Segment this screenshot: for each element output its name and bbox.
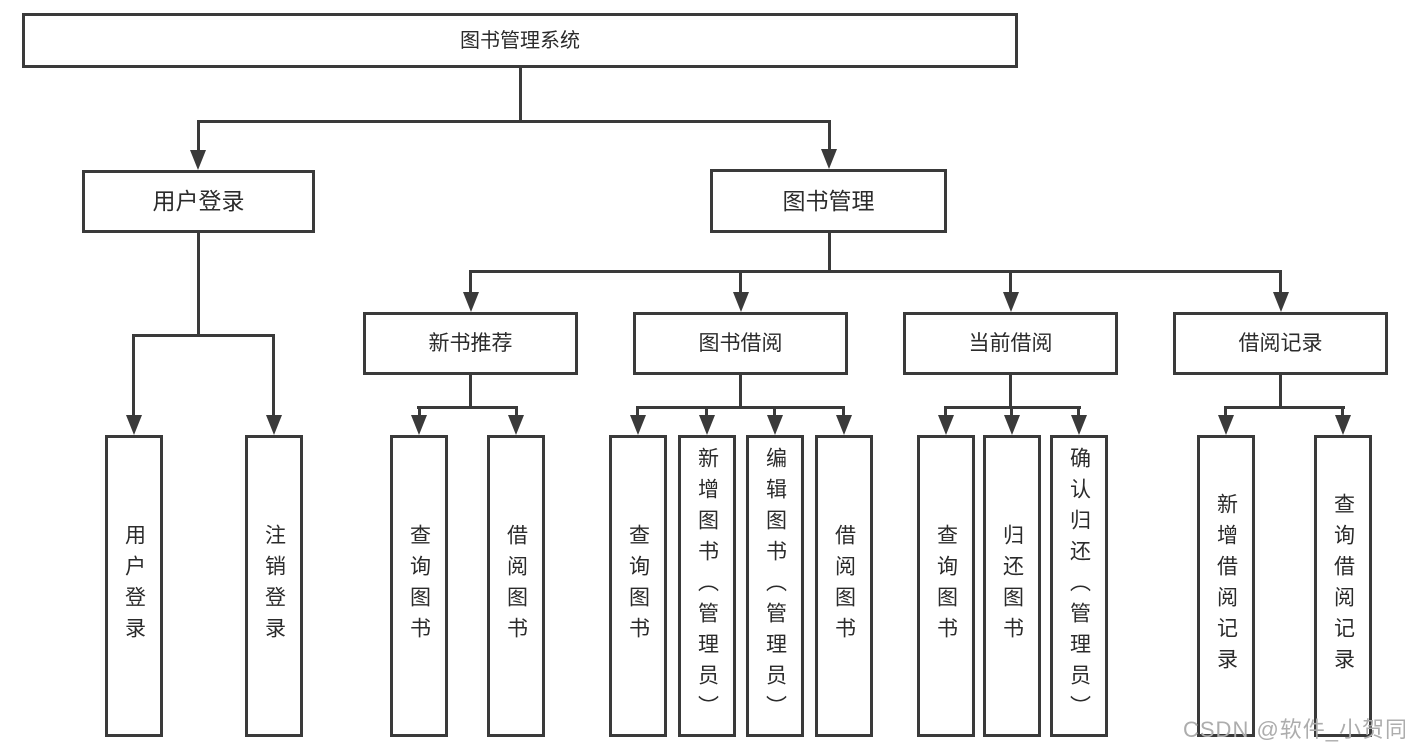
connector-user-login-stem [197,233,200,337]
node-label: 查询图书 [407,524,431,648]
node-label: 归还图书 [1000,524,1024,648]
arrowhead-to-leaf [630,415,646,435]
node-label: 图书管理 [782,187,875,214]
node-label: 用户登录 [122,524,146,648]
node-label: 编辑图书（管理员） [763,446,787,726]
node-label: 查询图书 [626,524,650,648]
node-label: 用户登录 [152,188,245,214]
node-new-book-recommend: 新书推荐 [363,312,578,375]
arrowhead-to-leaf [767,415,783,435]
connector-current-borrow-stem [1009,375,1012,409]
connector-stub [1077,406,1080,416]
node-current-borrow: 当前借阅 [903,312,1118,375]
connector-new-books-rail [417,406,518,409]
node-borrow-records: 借阅记录 [1173,312,1388,375]
node-label: 新增借阅记录 [1214,493,1238,679]
node-root-library-system: 图书管理系统 [22,13,1018,68]
connector-stub [636,406,639,416]
arrowhead-to-book-borrow [733,292,749,312]
node-label: 当前借阅 [968,332,1053,355]
connector-stub-new-books [469,270,472,293]
arrowhead-to-leaf [836,415,852,435]
connector-stub-book-mgmt [828,120,831,151]
arrowhead-to-leaf [1335,415,1351,435]
connector-stub-user-login [197,120,200,151]
leaf-user-login: 用户登录 [105,435,163,737]
leaf-query-books-2: 查询图书 [609,435,667,737]
arrowhead-to-leaf [411,415,427,435]
node-label: 查询借阅记录 [1331,493,1355,679]
arrowhead-to-leaf-login [126,415,142,435]
connector-stub [418,406,421,416]
node-book-management: 图书管理 [710,169,947,233]
arrowhead-to-leaf [1071,415,1087,435]
connector-user-login-rail [132,334,275,337]
arrowhead-to-book-mgmt [821,149,837,169]
leaf-query-borrow-record: 查询借阅记录 [1314,435,1372,737]
connector-borrow-records-stem [1279,375,1282,409]
connector-stub [842,406,845,416]
connector-stub [1341,406,1344,416]
node-label: 查询图书 [934,524,958,648]
leaf-confirm-return-admin: 确认归还（管理员） [1050,435,1108,737]
connector-level3-rail [469,270,1282,273]
leaf-edit-books-admin: 编辑图书（管理员） [746,435,804,737]
connector-stub [1010,406,1013,416]
connector-stub [944,406,947,416]
arrowhead-to-leaf [938,415,954,435]
leaf-logout: 注销登录 [245,435,303,737]
connector-book-borrow-rail [636,406,844,409]
connector-stub-borrow-records [1279,270,1282,293]
arrowhead-to-leaf-logout [266,415,282,435]
arrowhead-to-borrow-records [1273,292,1289,312]
node-user-login: 用户登录 [82,170,315,233]
arrowhead-to-user-login [190,150,206,170]
leaf-return-books: 归还图书 [983,435,1041,737]
connector-stub [705,406,708,416]
leaf-query-books-1: 查询图书 [390,435,448,737]
node-label: 注销登录 [262,524,286,648]
leaf-query-books-3: 查询图书 [917,435,975,737]
arrowhead-to-leaf [1004,415,1020,435]
connector-new-books-stem [469,375,472,409]
connector-stub-leaf-login [132,334,135,415]
node-label: 确认归还（管理员） [1067,446,1091,726]
node-label: 新增图书（管理员） [695,446,719,726]
leaf-borrow-books-2: 借阅图书 [815,435,873,737]
connector-stub-leaf-logout [272,334,275,415]
node-label: 借阅图书 [832,524,856,648]
node-book-borrow: 图书借阅 [633,312,848,375]
connector-stub [773,406,776,416]
connector-stub [515,406,518,416]
connector-level2-rail [197,120,829,123]
connector-stub [1224,406,1227,416]
connector-book-mgmt-stem [828,233,831,273]
connector-stub-current-borrow [1009,270,1012,293]
arrowhead-to-new-books [463,292,479,312]
csdn-watermark: CSDN @软件_小贺同学 [1183,717,1405,742]
connector-borrow-records-rail [1224,406,1345,409]
node-label: 图书管理系统 [460,29,580,52]
connector-book-borrow-stem [739,375,742,409]
connector-root-stem [519,68,522,123]
leaf-add-books-admin: 新增图书（管理员） [678,435,736,737]
leaf-borrow-books-1: 借阅图书 [487,435,545,737]
arrowhead-to-leaf [699,415,715,435]
arrowhead-to-leaf [1218,415,1234,435]
arrowhead-to-leaf [508,415,524,435]
node-label: 借阅图书 [504,524,528,648]
node-label: 新书推荐 [428,332,513,355]
node-label: 图书借阅 [698,332,783,355]
node-label: 借阅记录 [1238,332,1323,355]
arrowhead-to-current-borrow [1003,292,1019,312]
connector-stub-book-borrow [739,270,742,293]
leaf-add-borrow-record: 新增借阅记录 [1197,435,1255,737]
